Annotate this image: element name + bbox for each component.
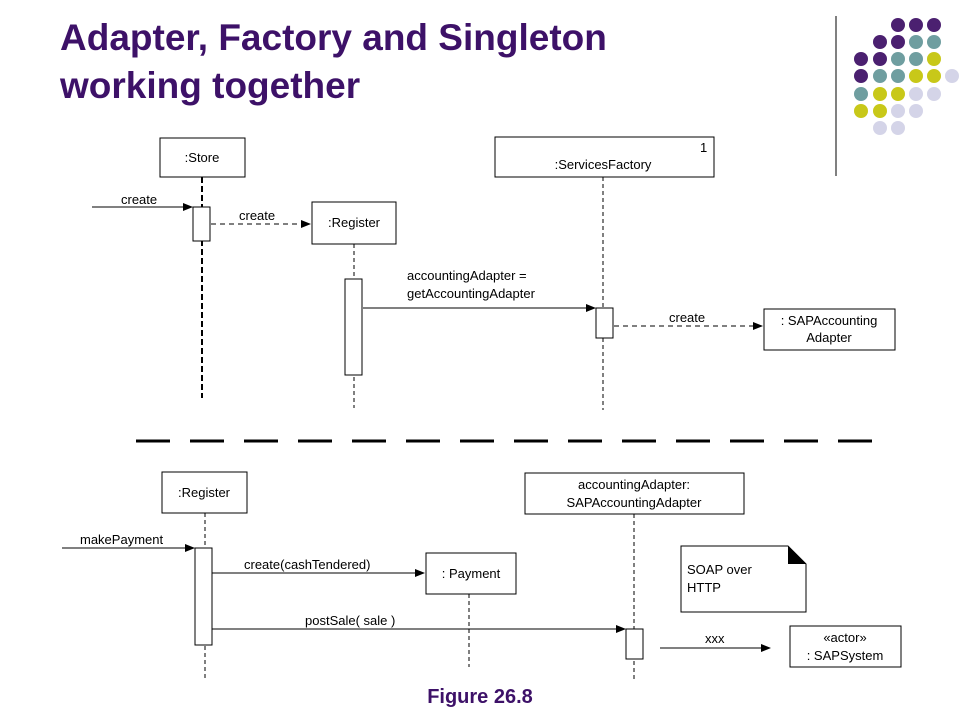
message-get-adapter-line-2: getAccountingAdapter <box>407 286 536 301</box>
decorative-dot <box>909 69 923 83</box>
services-factory-object: :ServicesFactory 1 <box>494 136 715 178</box>
services-factory-label: :ServicesFactory <box>555 157 652 172</box>
store-label: :Store <box>185 150 220 165</box>
note-line-1: SOAP over <box>687 562 752 577</box>
decorative-dot <box>891 121 905 135</box>
sap-adapter-label-line-2: Adapter <box>806 330 852 345</box>
slide-title-line-1: Adapter, Factory and Singleton <box>60 17 607 58</box>
decorative-dot <box>891 52 905 66</box>
payment-label: : Payment <box>442 566 501 581</box>
register-label-top: :Register <box>328 215 381 230</box>
bottom-sequence-diagram: :Register accountingAdapter: SAPAccounti… <box>62 471 902 680</box>
sap-adapter-label-line-1: : SAPAccounting <box>781 313 878 328</box>
message-create-store-label: create <box>121 192 157 207</box>
figure-caption: Figure 26.8 <box>427 686 533 708</box>
decorative-dot <box>909 18 923 32</box>
decorative-dot-grid <box>854 18 959 135</box>
sap-system-actor-object: «actor» : SAPSystem <box>789 625 902 668</box>
payment-object: : Payment <box>425 552 517 595</box>
decorative-dot <box>909 52 923 66</box>
soap-note: SOAP over HTTP <box>680 545 807 613</box>
factory-activation <box>595 307 614 339</box>
decorative-dot <box>927 18 941 32</box>
accounting-adapter-label-line-2: SAPAccountingAdapter <box>567 495 703 510</box>
slide-title-line-2: working together <box>60 65 361 106</box>
sap-system-label: : SAPSystem <box>807 648 884 663</box>
decorative-dot <box>891 87 905 101</box>
decorative-dot <box>854 87 868 101</box>
decorative-dot <box>891 35 905 49</box>
singleton-multiplicity: 1 <box>700 140 707 155</box>
top-sequence-diagram: :Store :ServicesFactory 1 :Register : SA… <box>92 136 896 410</box>
decorative-dot <box>854 104 868 118</box>
decorative-dot <box>891 18 905 32</box>
decorative-dot <box>891 69 905 83</box>
message-create-payment-label: create(cashTendered) <box>244 557 370 572</box>
decorative-dot <box>909 87 923 101</box>
message-xxx-label: xxx <box>705 631 725 646</box>
decorative-dot <box>909 35 923 49</box>
store-activation <box>192 206 211 242</box>
decorative-dot <box>854 69 868 83</box>
message-get-adapter-line-1: accountingAdapter = <box>407 268 527 283</box>
register-label-bottom: :Register <box>178 485 231 500</box>
register-activation-bottom <box>194 547 213 646</box>
store-object: :Store <box>159 137 246 178</box>
decorative-dot <box>927 52 941 66</box>
message-create-adapter-label: create <box>669 310 705 325</box>
adapter-activation-bottom <box>625 628 644 660</box>
slide-title: Adapter, Factory and Singleton working t… <box>60 14 760 110</box>
message-make-payment-label: makePayment <box>80 532 163 547</box>
decorative-dot <box>854 52 868 66</box>
decorative-dot <box>927 69 941 83</box>
decorative-dot <box>945 69 959 83</box>
decorative-dot <box>927 35 941 49</box>
decorative-dot <box>927 87 941 101</box>
decorative-dot <box>909 104 923 118</box>
sap-accounting-adapter-object: : SAPAccounting Adapter <box>763 308 896 351</box>
accounting-adapter-object: accountingAdapter: SAPAccountingAdapter <box>524 472 745 515</box>
message-post-sale-label: postSale( sale ) <box>305 613 395 628</box>
actor-stereotype-label: «actor» <box>823 630 866 645</box>
decorative-dot <box>873 52 887 66</box>
message-create-register-label: create <box>239 208 275 223</box>
register-object-top: :Register <box>311 201 397 245</box>
decorative-dot <box>873 69 887 83</box>
decorative-dot <box>873 121 887 135</box>
decorative-dot <box>873 35 887 49</box>
register-activation-top <box>344 278 363 376</box>
decorative-dot <box>873 87 887 101</box>
note-line-2: HTTP <box>687 580 721 595</box>
register-object-bottom: :Register <box>161 471 248 514</box>
decorative-dot <box>891 104 905 118</box>
accounting-adapter-label-line-1: accountingAdapter: <box>578 477 690 492</box>
decorative-dot <box>873 104 887 118</box>
